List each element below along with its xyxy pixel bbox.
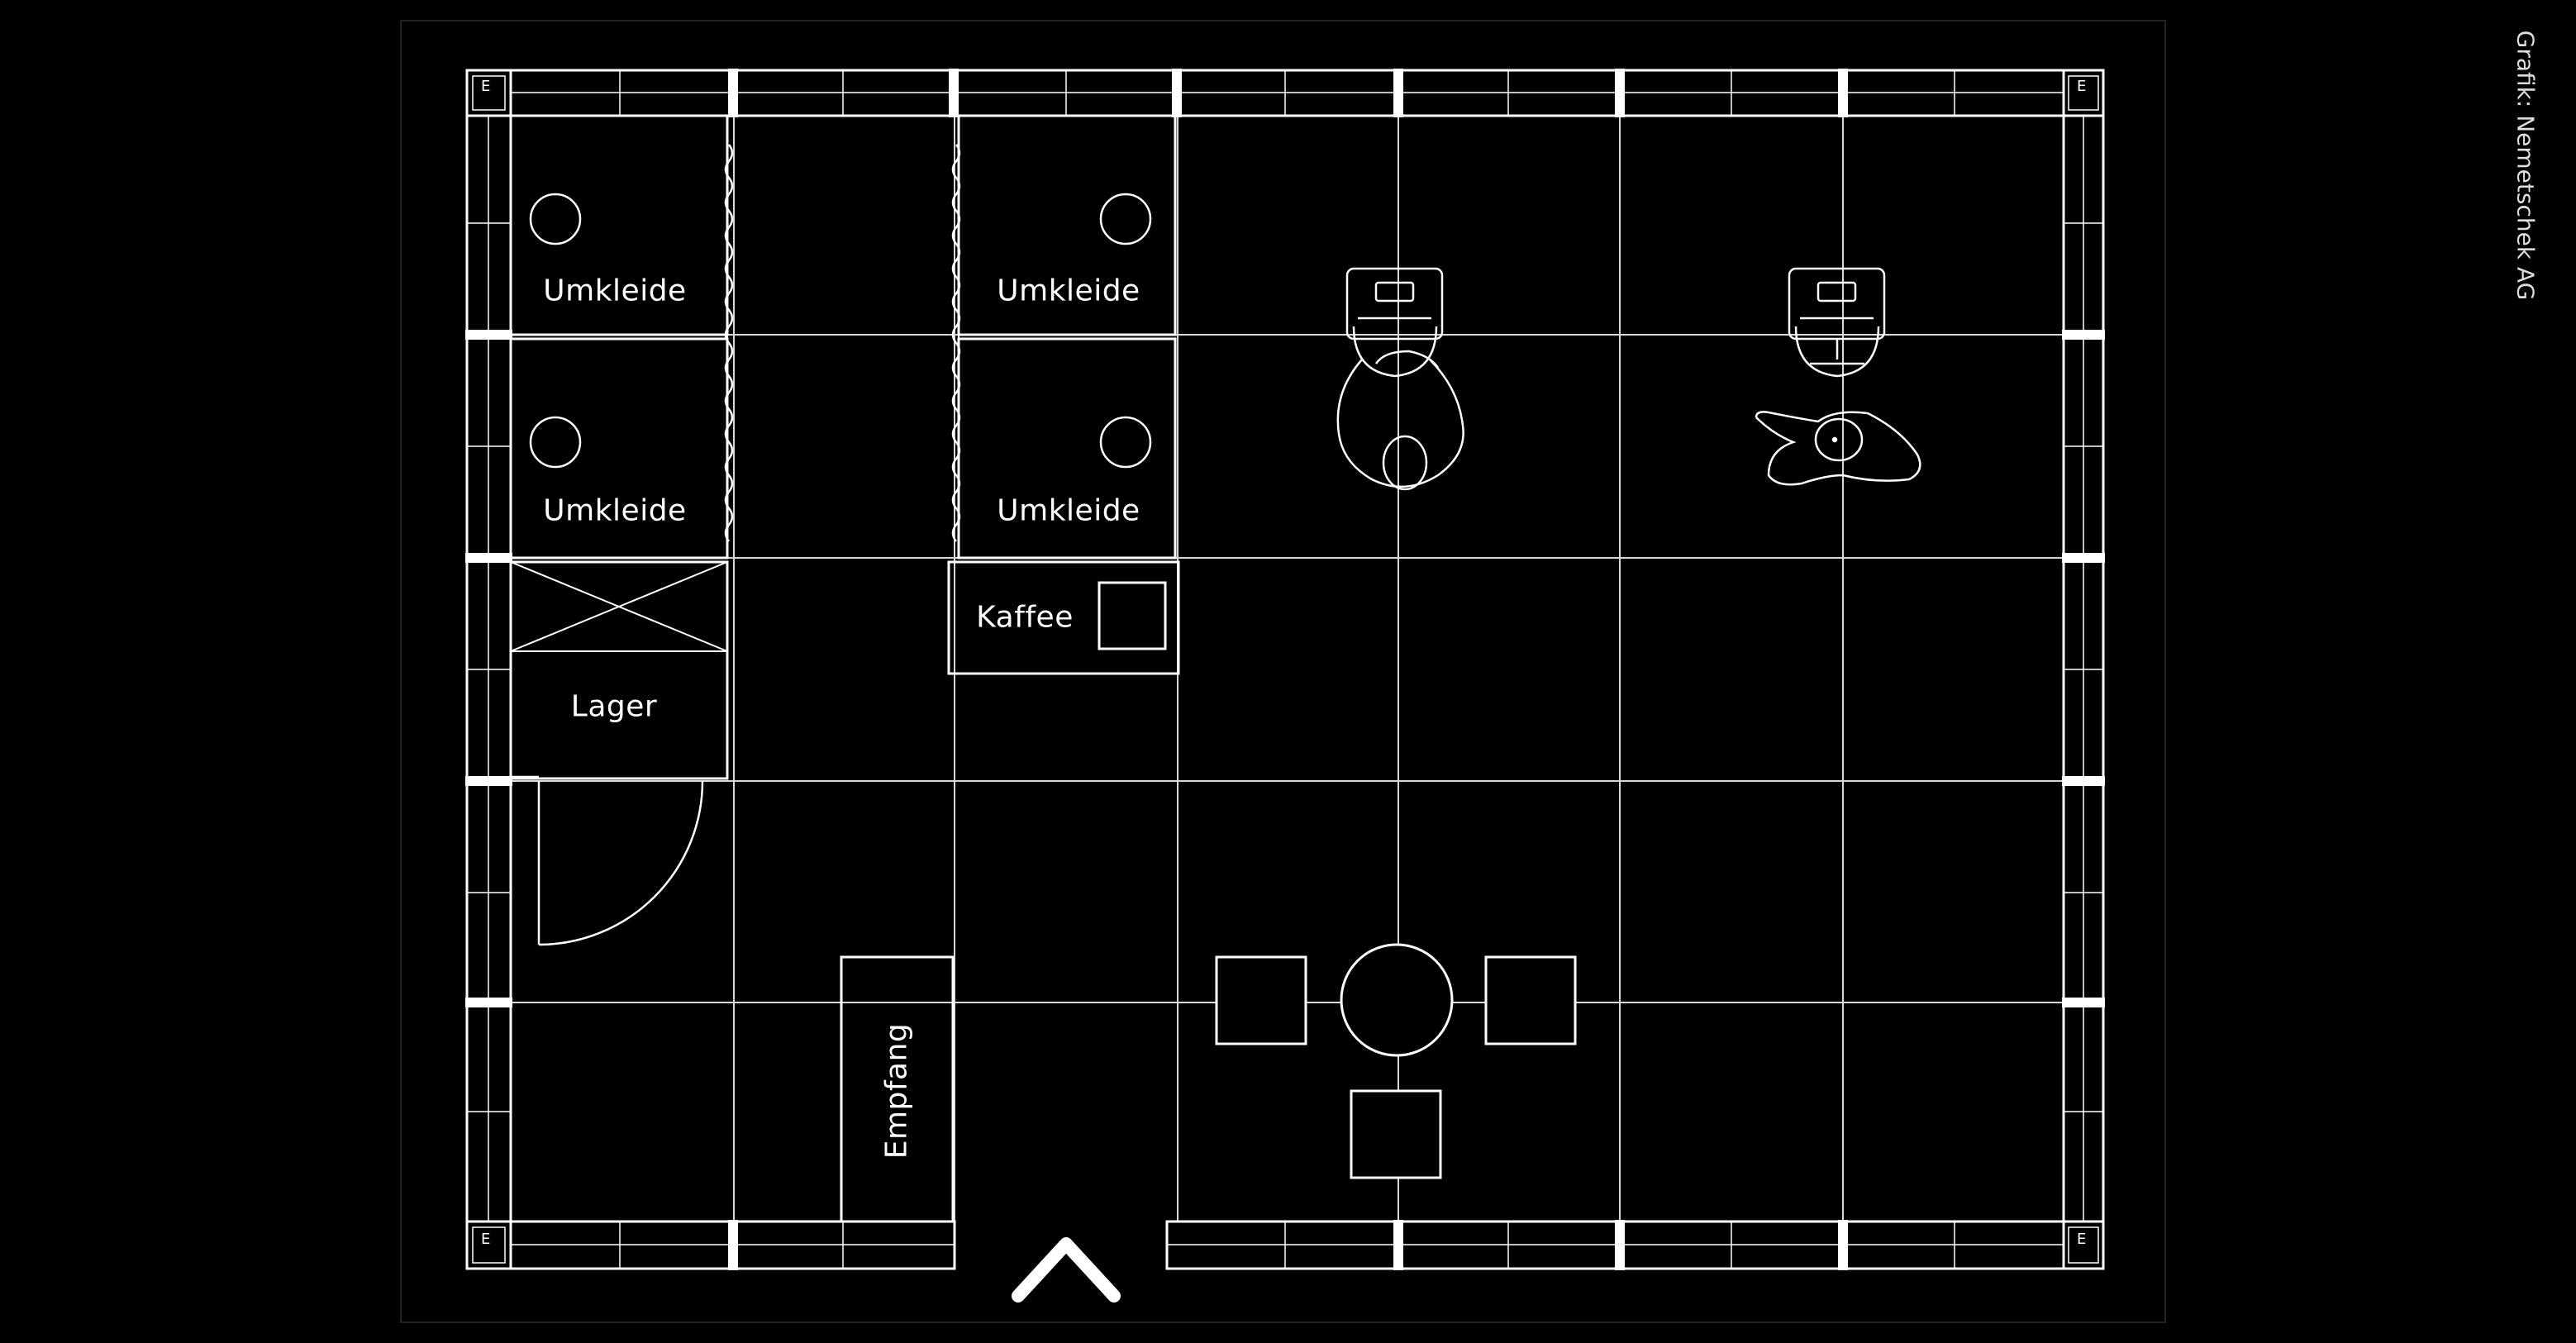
room-label-reception: Empfang (879, 1022, 914, 1160)
wall-segments (467, 70, 2103, 1269)
grid-lines (511, 116, 2064, 1222)
desk-with-monitor-icon (1345, 267, 1444, 378)
corner-mark: E (481, 78, 490, 95)
room-label-changing-2: Umkleide (997, 274, 1140, 308)
image-credit: Grafik: Nemetschek AG (2512, 30, 2540, 301)
room-label-changing-3: Umkleide (543, 493, 687, 528)
plan-panel (400, 20, 2166, 1323)
person-topview-icon (1755, 411, 1921, 486)
corner-mark: E (2077, 1231, 2086, 1248)
reception-desk (840, 955, 955, 1223)
desk-with-monitor-icon (1788, 267, 1886, 378)
room-label-changing-4: Umkleide (997, 493, 1140, 528)
stools (529, 193, 1152, 469)
storage-room (509, 560, 729, 780)
corner-mark: E (481, 1231, 490, 1248)
curtains (724, 144, 961, 542)
room-label-coffee: Kaffee (976, 600, 1074, 635)
corner-mark: E (2077, 78, 2086, 95)
entrance-door (511, 775, 704, 946)
person-topview-icon (1336, 350, 1464, 491)
room-label-storage: Lager (570, 689, 658, 724)
round-table-icon (1215, 943, 1577, 1179)
coffee-counter (947, 560, 1180, 675)
room-label-changing-1: Umkleide (543, 274, 687, 308)
chevron-up-icon[interactable] (1012, 1237, 1121, 1303)
corner-boxes (465, 69, 2105, 1270)
column-posts (465, 69, 2105, 1270)
